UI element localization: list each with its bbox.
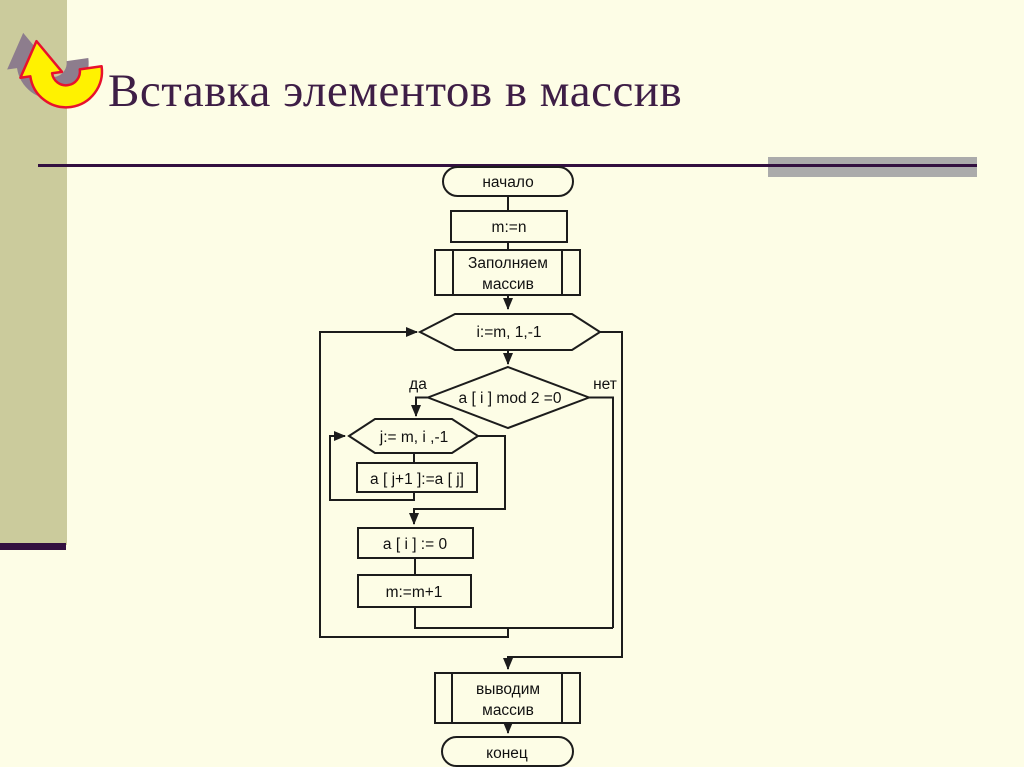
fill-array-label-line2: массив [482,276,534,293]
end-label: конец [486,745,528,762]
yes-label: да [409,376,427,393]
connector-no-branch [589,396,614,628]
fill-array-label-line1: Заполняем [468,255,548,272]
output-array-subroutine: выводим массив [434,672,581,724]
parity-decision: a [ i ] mod 2 =0 [425,365,592,430]
arrow-shadow-shape [7,32,89,99]
condition-label: a [ i ] mod 2 =0 [459,390,562,407]
start-terminator: начало [442,166,574,197]
init-process: m:=n [450,210,568,243]
connector-merge [414,607,613,629]
connector-loopj-exit [409,435,506,525]
shift-process: a [ j+1 ]:=a [ j] [356,462,478,493]
connector-loopj-back [329,431,415,501]
connector-loopi-back [319,327,509,638]
rule-gray-bar [768,157,977,177]
fill-array-subroutine: Заполняем массив [434,249,581,296]
loop-j-hexagon: j:= m, i ,-1 [347,418,480,454]
output-array-label-line2: массив [482,702,534,719]
no-label: нет [593,376,617,393]
loop-j-label: j:= m, i ,-1 [379,429,448,446]
connector-yes-branch [411,396,428,417]
connector-loopi-exit [503,331,623,670]
start-label: начало [482,174,533,191]
init-label: m:=n [492,219,527,236]
return-arrow-icon [6,22,110,114]
arrow-main-shape [19,39,104,109]
shift-label: a [ j+1 ]:=a [ j] [370,471,464,488]
title-rule [38,164,977,167]
sidebar-accent-bar [0,543,66,550]
zero-label: a [ i ] := 0 [383,536,448,553]
increment-label: m:=m+1 [386,584,443,601]
loop-i-label: i:=m, 1,-1 [476,324,541,341]
end-terminator: конец [441,736,574,767]
zero-process: a [ i ] := 0 [357,527,474,559]
output-array-label-line1: выводим [476,681,540,698]
flow-connectors [319,196,623,734]
increment-process: m:=m+1 [357,574,472,608]
slide-title: Вставка элементов в массив [108,65,683,117]
loop-i-hexagon: i:=m, 1,-1 [417,313,602,351]
